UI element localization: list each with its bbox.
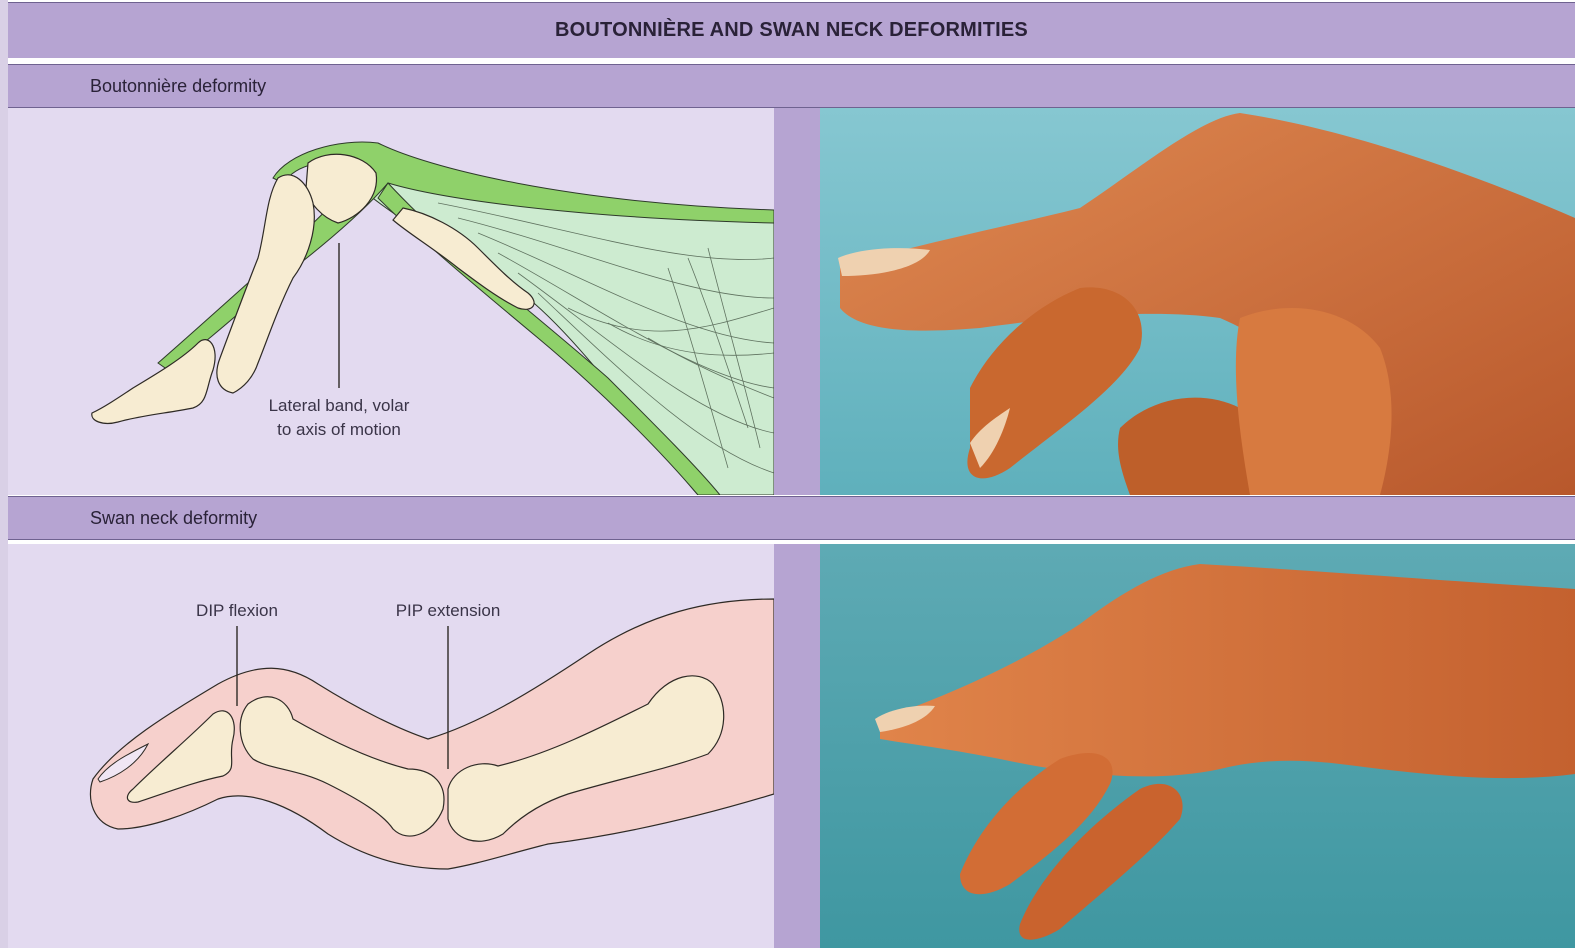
boutonniere-diagram: Lateral band, volar to axis of motion: [8, 108, 774, 495]
panel-divider-top: [774, 108, 820, 495]
title-bar: BOUTONNIÈRE AND SWAN NECK DEFORMITIES: [8, 2, 1575, 58]
annotation-pip-extension: PIP extension: [396, 601, 501, 620]
section-label-boutonniere: Boutonnière deformity: [90, 76, 266, 97]
finger-bone-illustration: DIP flexion PIP extension: [8, 544, 774, 948]
annotation-lateral-band-line2: to axis of motion: [277, 420, 401, 439]
annotation-lateral-band-line1: Lateral band, volar: [269, 396, 410, 415]
section-header-swan-neck: Swan neck deformity: [8, 496, 1575, 540]
annotation-dip-flexion: DIP flexion: [196, 601, 278, 620]
boutonniere-photo: [820, 108, 1575, 495]
finger-bone-illustration: Lateral band, volar to axis of motion: [8, 108, 774, 495]
hand-photo: [820, 544, 1575, 948]
hand-photo: [820, 108, 1575, 495]
figure-title: BOUTONNIÈRE AND SWAN NECK DEFORMITIES: [555, 19, 1028, 42]
left-edge: [0, 0, 8, 948]
panel-divider-bottom: [774, 544, 820, 948]
section-header-boutonniere: Boutonnière deformity: [8, 64, 1575, 108]
section-label-swan-neck: Swan neck deformity: [90, 508, 257, 529]
swan-neck-photo: [820, 544, 1575, 948]
swan-neck-diagram: DIP flexion PIP extension: [8, 544, 774, 948]
